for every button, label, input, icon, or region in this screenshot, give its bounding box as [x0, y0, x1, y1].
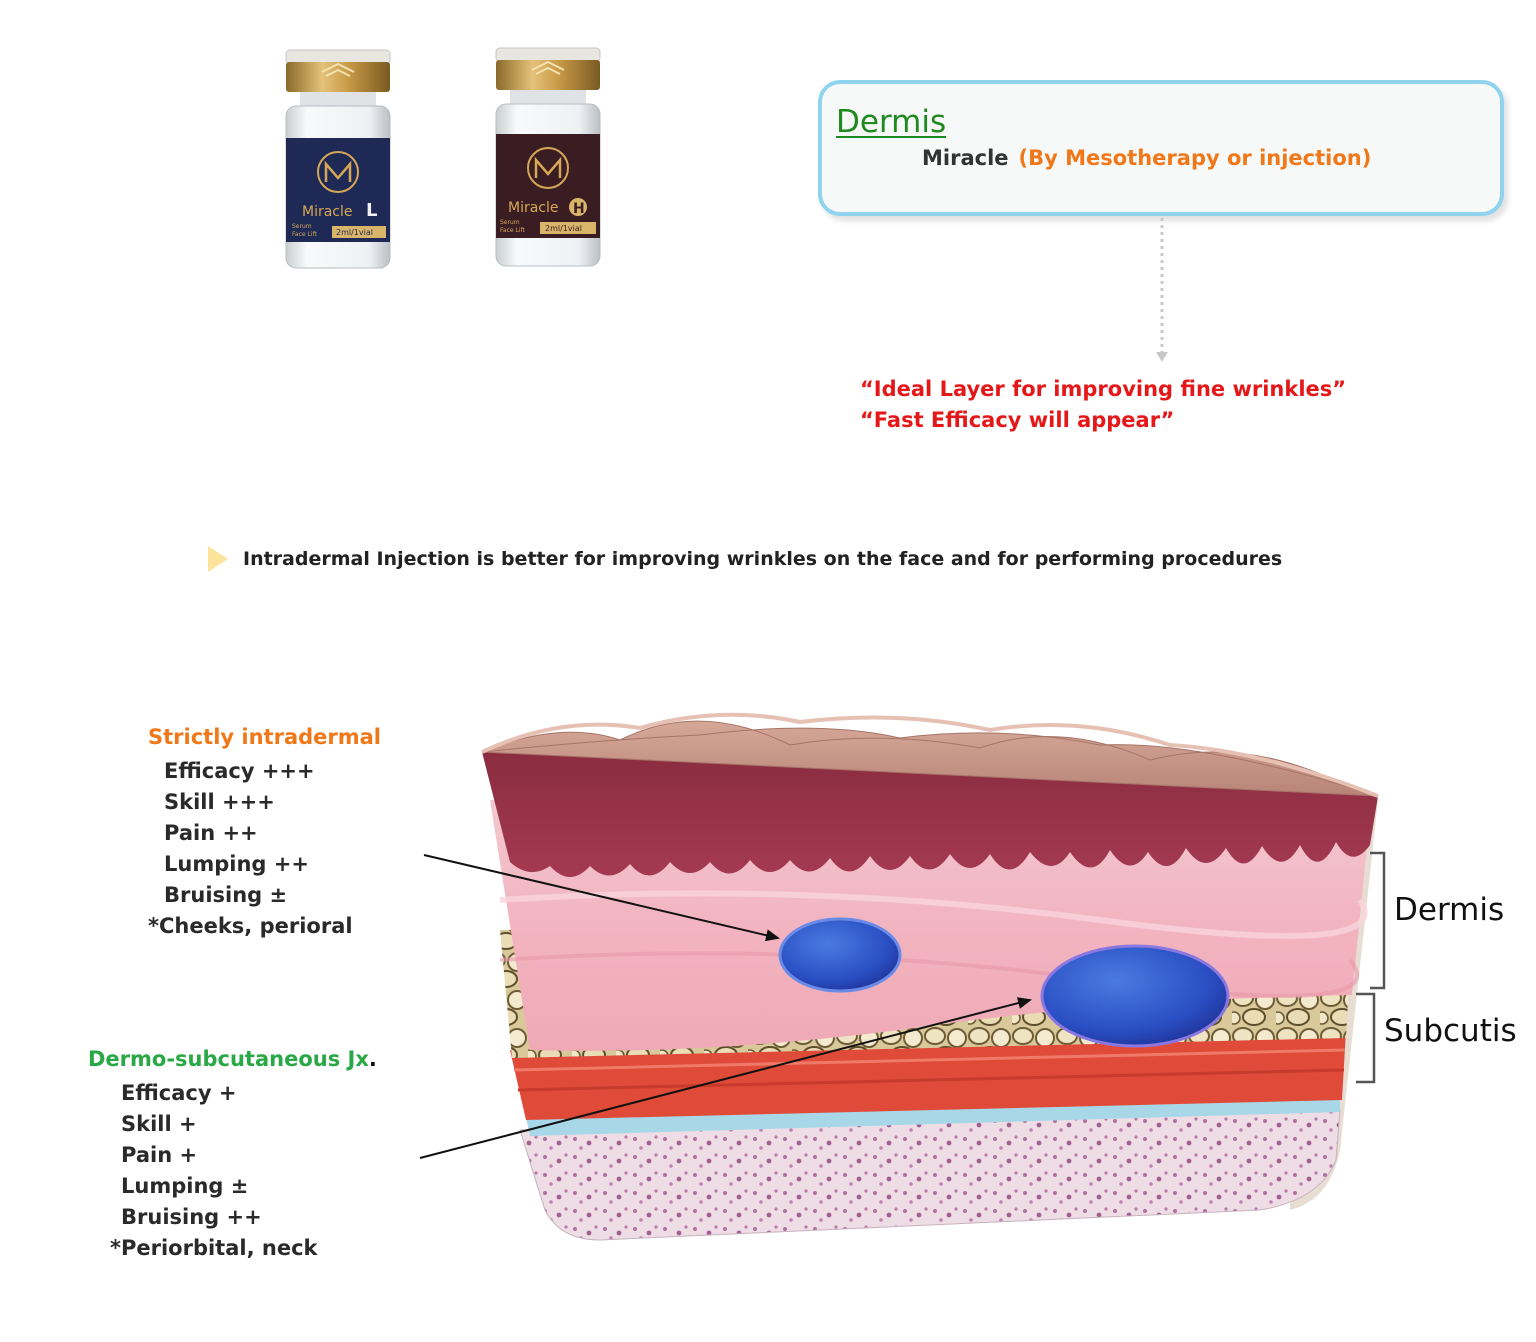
- vial-brand-text: Miracle: [302, 204, 353, 220]
- list-item: Pain +: [121, 1143, 198, 1167]
- vial-small-line: Serum: [292, 223, 312, 230]
- vial-miracle-l: Miracle L Serum Face Lift 2ml/1vial: [285, 49, 391, 269]
- list-item: Lumping ±: [121, 1174, 249, 1198]
- vial-variant-text: H: [573, 201, 585, 217]
- callout-method: (By Mesotherapy or injection): [1018, 146, 1372, 170]
- vial-small-line: Face Lift: [292, 231, 317, 238]
- vial-small-line: Serum: [500, 219, 520, 226]
- dotted-arrow-connector: [1156, 218, 1168, 362]
- vial-size-text: 2ml/1vial: [336, 228, 373, 237]
- note-text: Intradermal Injection is better for impr…: [243, 548, 1283, 570]
- intradermal-bolus: [778, 917, 902, 993]
- subcutaneous-bolus: [1040, 944, 1230, 1048]
- dermis-bracket: [1370, 851, 1386, 990]
- intradermal-pointer-arrow: [423, 854, 780, 942]
- list-item: Skill +: [121, 1112, 197, 1136]
- intradermal-properties: Strictly intradermal Efficacy +++ Skill …: [148, 725, 381, 942]
- subcutaneous-heading: Dermo-subcutaneous Jx.: [88, 1047, 377, 1078]
- highlight-quotes: “Ideal Layer for improving fine wrinkles…: [860, 374, 1346, 436]
- list-item: Pain ++: [164, 821, 258, 845]
- deep-tissue-layer: [519, 1109, 1341, 1241]
- dermis-callout: Dermis Miracle (By Mesotherapy or injecti…: [818, 80, 1504, 216]
- subcutaneous-pointer-arrow: [419, 997, 1032, 1159]
- list-item: Efficacy +: [121, 1081, 237, 1105]
- list-item: *Cheeks, perioral: [148, 914, 353, 938]
- subcutaneous-heading-suffix: .: [368, 1047, 377, 1071]
- list-item: *Periorbital, neck: [110, 1236, 318, 1260]
- subcutis-layer-label: Subcutis: [1384, 1013, 1517, 1049]
- play-triangle-icon: [208, 546, 228, 572]
- vial-size-text: 2ml/1vial: [545, 224, 582, 233]
- list-item: Bruising ++: [121, 1205, 262, 1229]
- vial-small-line: Face Lift: [500, 227, 525, 234]
- intradermal-list: Efficacy +++ Skill +++ Pain ++ Lumping +…: [148, 756, 381, 942]
- callout-product: Miracle: [922, 146, 1009, 170]
- vial-brand-text: Miracle: [508, 200, 559, 216]
- vial-miracle-h: Miracle H Serum Face Lift 2ml/1vial: [495, 47, 601, 267]
- list-item: Lumping ++: [164, 852, 309, 876]
- skin-surface: [481, 720, 1379, 797]
- list-item: Efficacy +++: [164, 759, 315, 783]
- list-item: Skill +++: [164, 790, 275, 814]
- subcutaneous-list: Efficacy + Skill + Pain + Lumping ± Brui…: [88, 1078, 377, 1264]
- epidermis-layer: [482, 752, 1378, 877]
- callout-subtitle: Miracle (By Mesotherapy or injection): [922, 146, 1371, 170]
- highlight-line: “Fast Efficacy will appear”: [860, 408, 1175, 432]
- subcutis-bracket: [1356, 992, 1376, 1084]
- intradermal-heading: Strictly intradermal: [148, 725, 381, 749]
- highlight-line: “Ideal Layer for improving fine wrinkles…: [860, 377, 1347, 401]
- dermis-layer-label: Dermis: [1394, 892, 1505, 928]
- subcutaneous-heading-text: Dermo-subcutaneous Jx: [88, 1047, 369, 1071]
- subcutaneous-properties: Dermo-subcutaneous Jx. Efficacy + Skill …: [88, 1047, 377, 1264]
- list-item: Bruising ±: [164, 883, 288, 907]
- vial-variant-text: L: [366, 200, 377, 221]
- callout-title: Dermis: [836, 104, 947, 140]
